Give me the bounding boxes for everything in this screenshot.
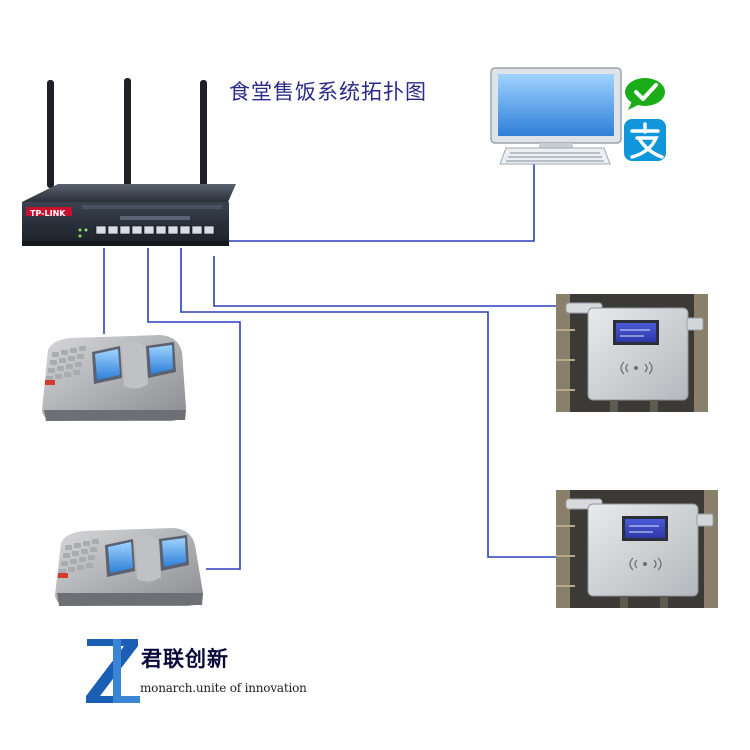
brand-name-cn: 君联创新 <box>141 647 229 671</box>
desktop-computer-icon <box>490 67 622 165</box>
connection-lines <box>103 164 556 570</box>
router-icon <box>22 78 236 246</box>
brand-logo-icon <box>86 639 140 703</box>
brand-name-en: monarch.unite of innovation <box>140 681 307 695</box>
router-brand-label: TP-LINK <box>30 209 66 218</box>
diagram-title: 食堂售饭系统拓扑图 <box>229 80 427 104</box>
wall-card-reader-icon <box>556 294 708 412</box>
link-router-computer <box>226 164 535 242</box>
link-router-pos-2 <box>147 248 241 570</box>
alipay-icon <box>624 119 666 161</box>
pos-terminal-icon <box>55 528 203 606</box>
pos-terminal-icon <box>42 335 186 421</box>
link-router-reader-2 <box>180 248 556 558</box>
link-router-reader-1 <box>213 256 556 307</box>
wechat-pay-icon <box>624 77 668 111</box>
wall-card-reader-icon <box>556 490 718 608</box>
